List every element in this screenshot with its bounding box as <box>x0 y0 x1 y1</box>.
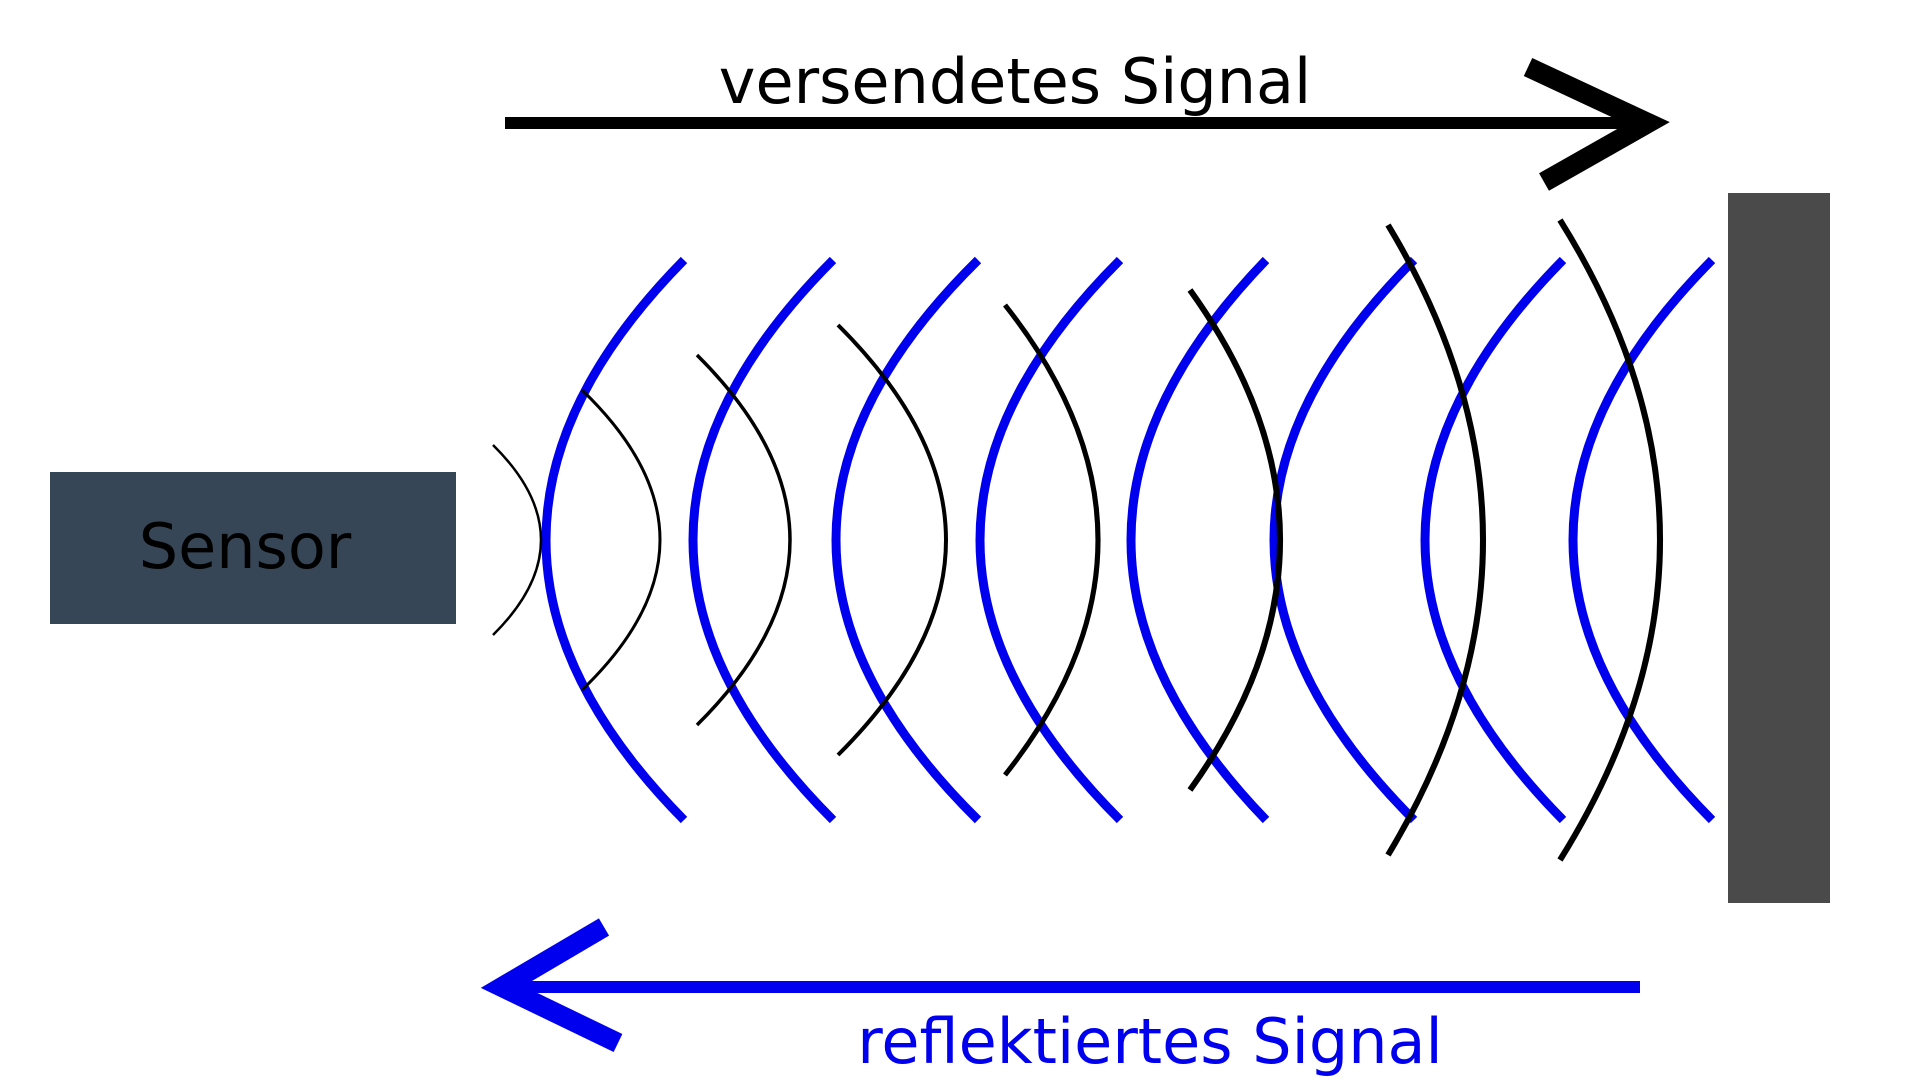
sent-wave-arc <box>1003 303 1101 777</box>
sensor: Sensor <box>50 472 456 624</box>
sent-wave-arc <box>836 323 948 757</box>
reflected-wave-arc <box>541 256 688 824</box>
reflected-wave-arc <box>831 256 982 824</box>
sent-signal-arrow <box>505 57 1670 191</box>
reflected-wave-arc <box>1269 256 1418 824</box>
reflected-wave-arc <box>1568 256 1716 824</box>
reflected-wave-arc <box>975 256 1124 824</box>
sent-wave-arc <box>580 388 662 692</box>
sent-wave-arc <box>492 444 543 636</box>
reflected-signal-label: reflektiertes Signal <box>857 1005 1442 1078</box>
sent-wave-arc <box>695 353 792 727</box>
reflector-wall <box>1728 193 1830 903</box>
sent-wave-arc <box>1187 288 1283 792</box>
reflected-signal-arrow <box>480 918 1640 1053</box>
sensor-label: Sensor <box>139 510 352 583</box>
reflected-wave-arc <box>1420 256 1567 824</box>
reflected-signal-arrow-head <box>480 918 623 1053</box>
sent-wave-arc <box>1557 218 1663 862</box>
sensor-box <box>50 472 456 624</box>
sent-signal-label: versendetes Signal <box>719 45 1311 118</box>
sent-signal-arrow-head <box>1523 57 1670 191</box>
reflected-wave-arc <box>1126 256 1270 824</box>
wave-fronts <box>492 218 1716 862</box>
sent-wave-arc <box>1385 223 1486 857</box>
reflected-wave-arc <box>688 256 837 824</box>
